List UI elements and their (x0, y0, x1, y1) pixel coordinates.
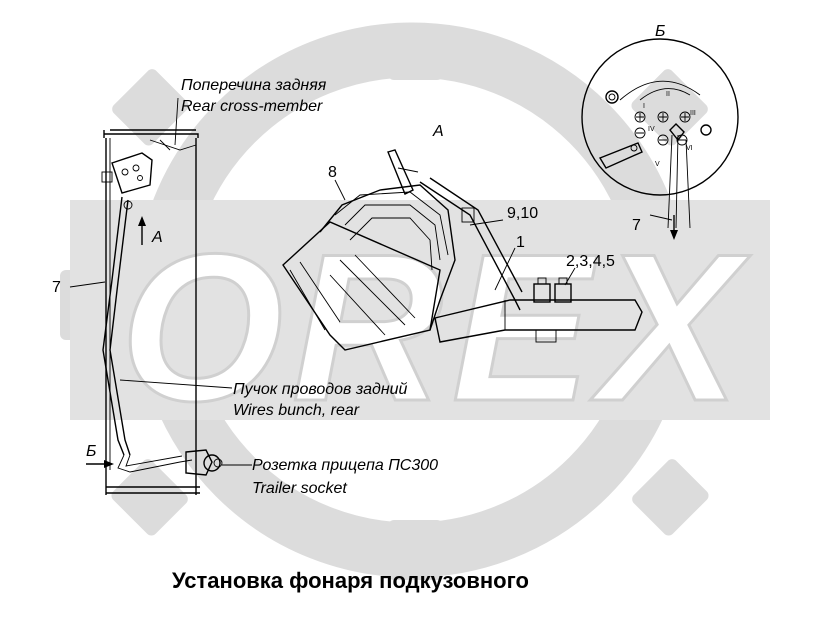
label-part-2-5: 2,3,4,5 (566, 253, 615, 270)
label-part-1: 1 (516, 234, 525, 251)
label-part-8: 8 (328, 164, 337, 181)
svg-text:VI: VI (686, 145, 693, 152)
left-frame-view (69, 97, 252, 495)
label-part-7-left: 7 (52, 279, 61, 296)
diagram-caption: Установка фонаря подкузовного (172, 568, 529, 593)
svg-text:II: II (666, 91, 670, 98)
svg-text:III: III (690, 110, 696, 117)
svg-text:IV: IV (648, 126, 655, 133)
label-wires-en: Wires bunch, rear (233, 402, 360, 419)
label-view-a-top: A (432, 123, 444, 140)
svg-text:V: V (655, 161, 660, 168)
label-crossmember-en: Rear cross-member (181, 98, 323, 115)
socket-face-view: I II III IV V VI (581, 38, 739, 240)
label-socket-en: Trailer socket (252, 480, 347, 497)
label-part-9-10: 9,10 (507, 205, 538, 222)
watermark-logo: OREX (60, 22, 770, 580)
label-crossmember-ru: Поперечина задняя (181, 77, 327, 94)
label-view-a-arrow: A (151, 229, 163, 246)
lamp-assembly-view (282, 149, 643, 351)
label-socket-ru: Розетка прицепа ПС300 (252, 457, 438, 474)
label-wires-ru: Пучок проводов задний (233, 381, 408, 398)
watermark-text: OREX (120, 210, 751, 445)
label-part-7-right: 7 (632, 217, 641, 234)
svg-text:I: I (643, 103, 645, 110)
label-view-b-arrow: Б (86, 443, 96, 460)
label-view-b-top: Б (655, 23, 665, 40)
